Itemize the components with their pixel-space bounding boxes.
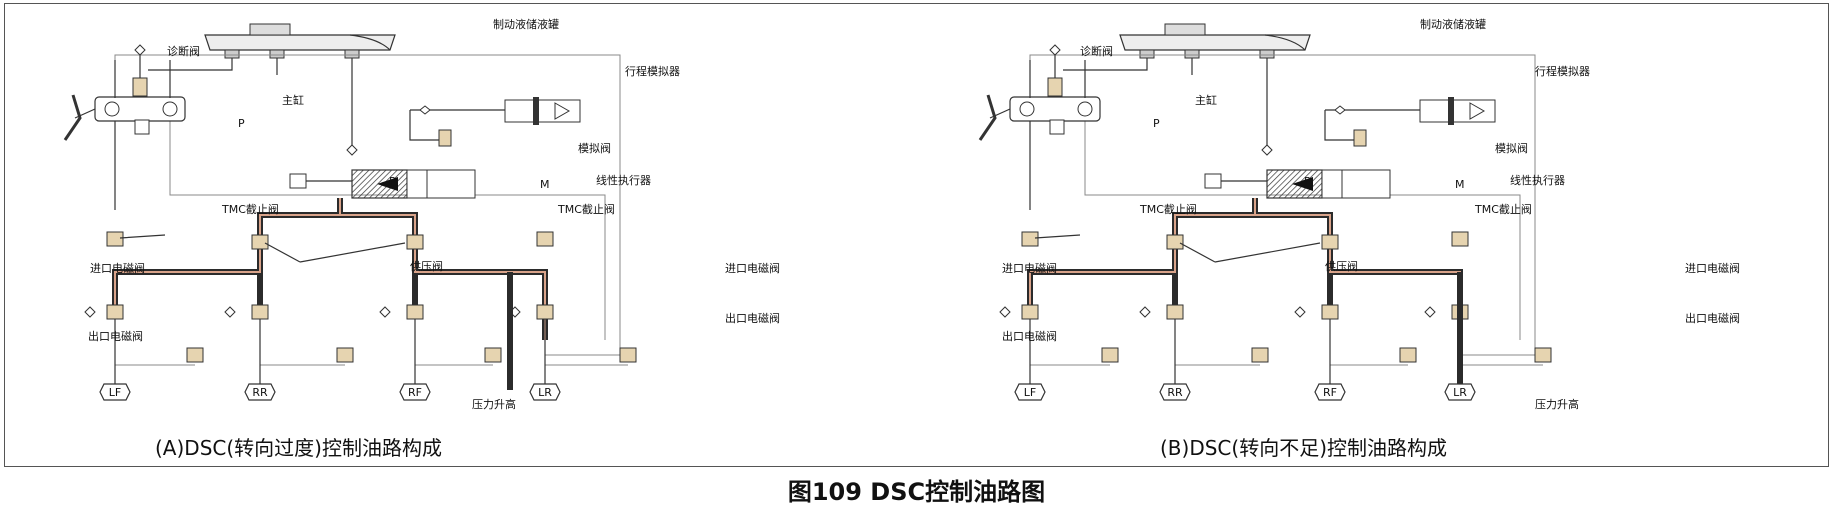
- m-label: M: [1455, 178, 1465, 191]
- wheel-lf-badge: LF: [99, 383, 131, 401]
- reservoir-label: 制动液储液罐: [1420, 17, 1486, 31]
- wheel-label: RR: [252, 386, 268, 399]
- stroke-sim-label: 行程模拟器: [625, 64, 680, 78]
- m-label: M: [540, 178, 550, 191]
- inlet-right-label: 进口电磁阀: [1685, 261, 1740, 275]
- panel-b: LF RR RF LR: [980, 24, 1551, 401]
- pressure-rise-label: 压力升高: [1535, 397, 1579, 411]
- hydraulic-diagrams: LF RR RF LR LF RR RF LR 制动液储液罐 诊断阀 主缸 行程模拟器 模拟…: [0, 17, 1740, 460]
- tmc-left-label: TMC截止阀: [221, 202, 279, 216]
- diagram-frame: [4, 3, 1829, 467]
- inlet-left-label: 进口电磁阀: [90, 261, 145, 275]
- wheel-rr-badge: RR: [1159, 383, 1191, 401]
- wheel-label: RF: [408, 386, 422, 399]
- panel-b-labels: 制动液储液罐 诊断阀 主缸 行程模拟器 模拟阀 线性执行器 TMC截止阀 TMC…: [1002, 17, 1740, 460]
- reservoir-label: 制动液储液罐: [493, 17, 559, 31]
- outlet-left-label: 出口电磁阀: [1002, 329, 1057, 343]
- caption-b: (B)DSC(转向不足)控制油路构成: [1160, 436, 1447, 460]
- supply-valve-label: 供压阀: [1325, 259, 1358, 273]
- inlet-right-label: 进口电磁阀: [725, 261, 780, 275]
- outlet-right-label: 出口电磁阀: [1685, 311, 1740, 325]
- outlet-left-label: 出口电磁阀: [88, 329, 143, 343]
- master-cyl-label: 主缸: [282, 93, 304, 107]
- wheel-lf-badge: LF: [1014, 383, 1046, 401]
- sim-valve-label: 模拟阀: [1495, 141, 1528, 155]
- wheel-label: LF: [1024, 386, 1036, 399]
- p-label-mc: P: [238, 117, 245, 130]
- wheel-rr-badge: RR: [244, 383, 276, 401]
- wheel-label: LF: [109, 386, 121, 399]
- actuator-label: 线性执行器: [596, 173, 651, 187]
- outlet-right-label: 出口电磁阀: [725, 311, 780, 325]
- p-label-act: P: [389, 175, 396, 188]
- supply-valve-label: 供压阀: [410, 259, 443, 273]
- wheel-label: RR: [1167, 386, 1183, 399]
- tmc-right-label: TMC截止阀: [1474, 202, 1532, 216]
- panel-a-labels: 制动液储液罐 诊断阀 主缸 行程模拟器 模拟阀 线性执行器 TMC截止阀 TMC…: [88, 17, 780, 460]
- diag-valve-label: 诊断阀: [1080, 44, 1113, 58]
- wheel-label: LR: [1453, 386, 1467, 399]
- p-label-mc: P: [1153, 117, 1160, 130]
- master-cyl-label: 主缸: [1195, 93, 1217, 107]
- panel-a: LF RR RF LR: [65, 24, 636, 401]
- inlet-left-label: 进口电磁阀: [1002, 261, 1057, 275]
- tmc-right-label: TMC截止阀: [557, 202, 615, 216]
- stroke-sim-label: 行程模拟器: [1535, 64, 1590, 78]
- pressure-rise-label: 压力升高: [472, 397, 516, 411]
- sim-valve-label: 模拟阀: [578, 141, 611, 155]
- wheel-lr-badge: LR: [529, 383, 561, 401]
- wheel-lr-badge: LR: [1444, 383, 1476, 401]
- wheel-rf-badge: RF: [1314, 383, 1346, 401]
- wheel-label: LR: [538, 386, 552, 399]
- figure-title: 图109 DSC控制油路图: [787, 478, 1046, 506]
- caption-a: (A)DSC(转向过度)控制油路构成: [155, 436, 442, 460]
- actuator-label: 线性执行器: [1510, 173, 1565, 187]
- diag-valve-label: 诊断阀: [167, 44, 200, 58]
- wheel-rf-badge: RF: [399, 383, 431, 401]
- tmc-left-label: TMC截止阀: [1139, 202, 1197, 216]
- wheel-label: RF: [1323, 386, 1337, 399]
- p-label-act: P: [1304, 175, 1311, 188]
